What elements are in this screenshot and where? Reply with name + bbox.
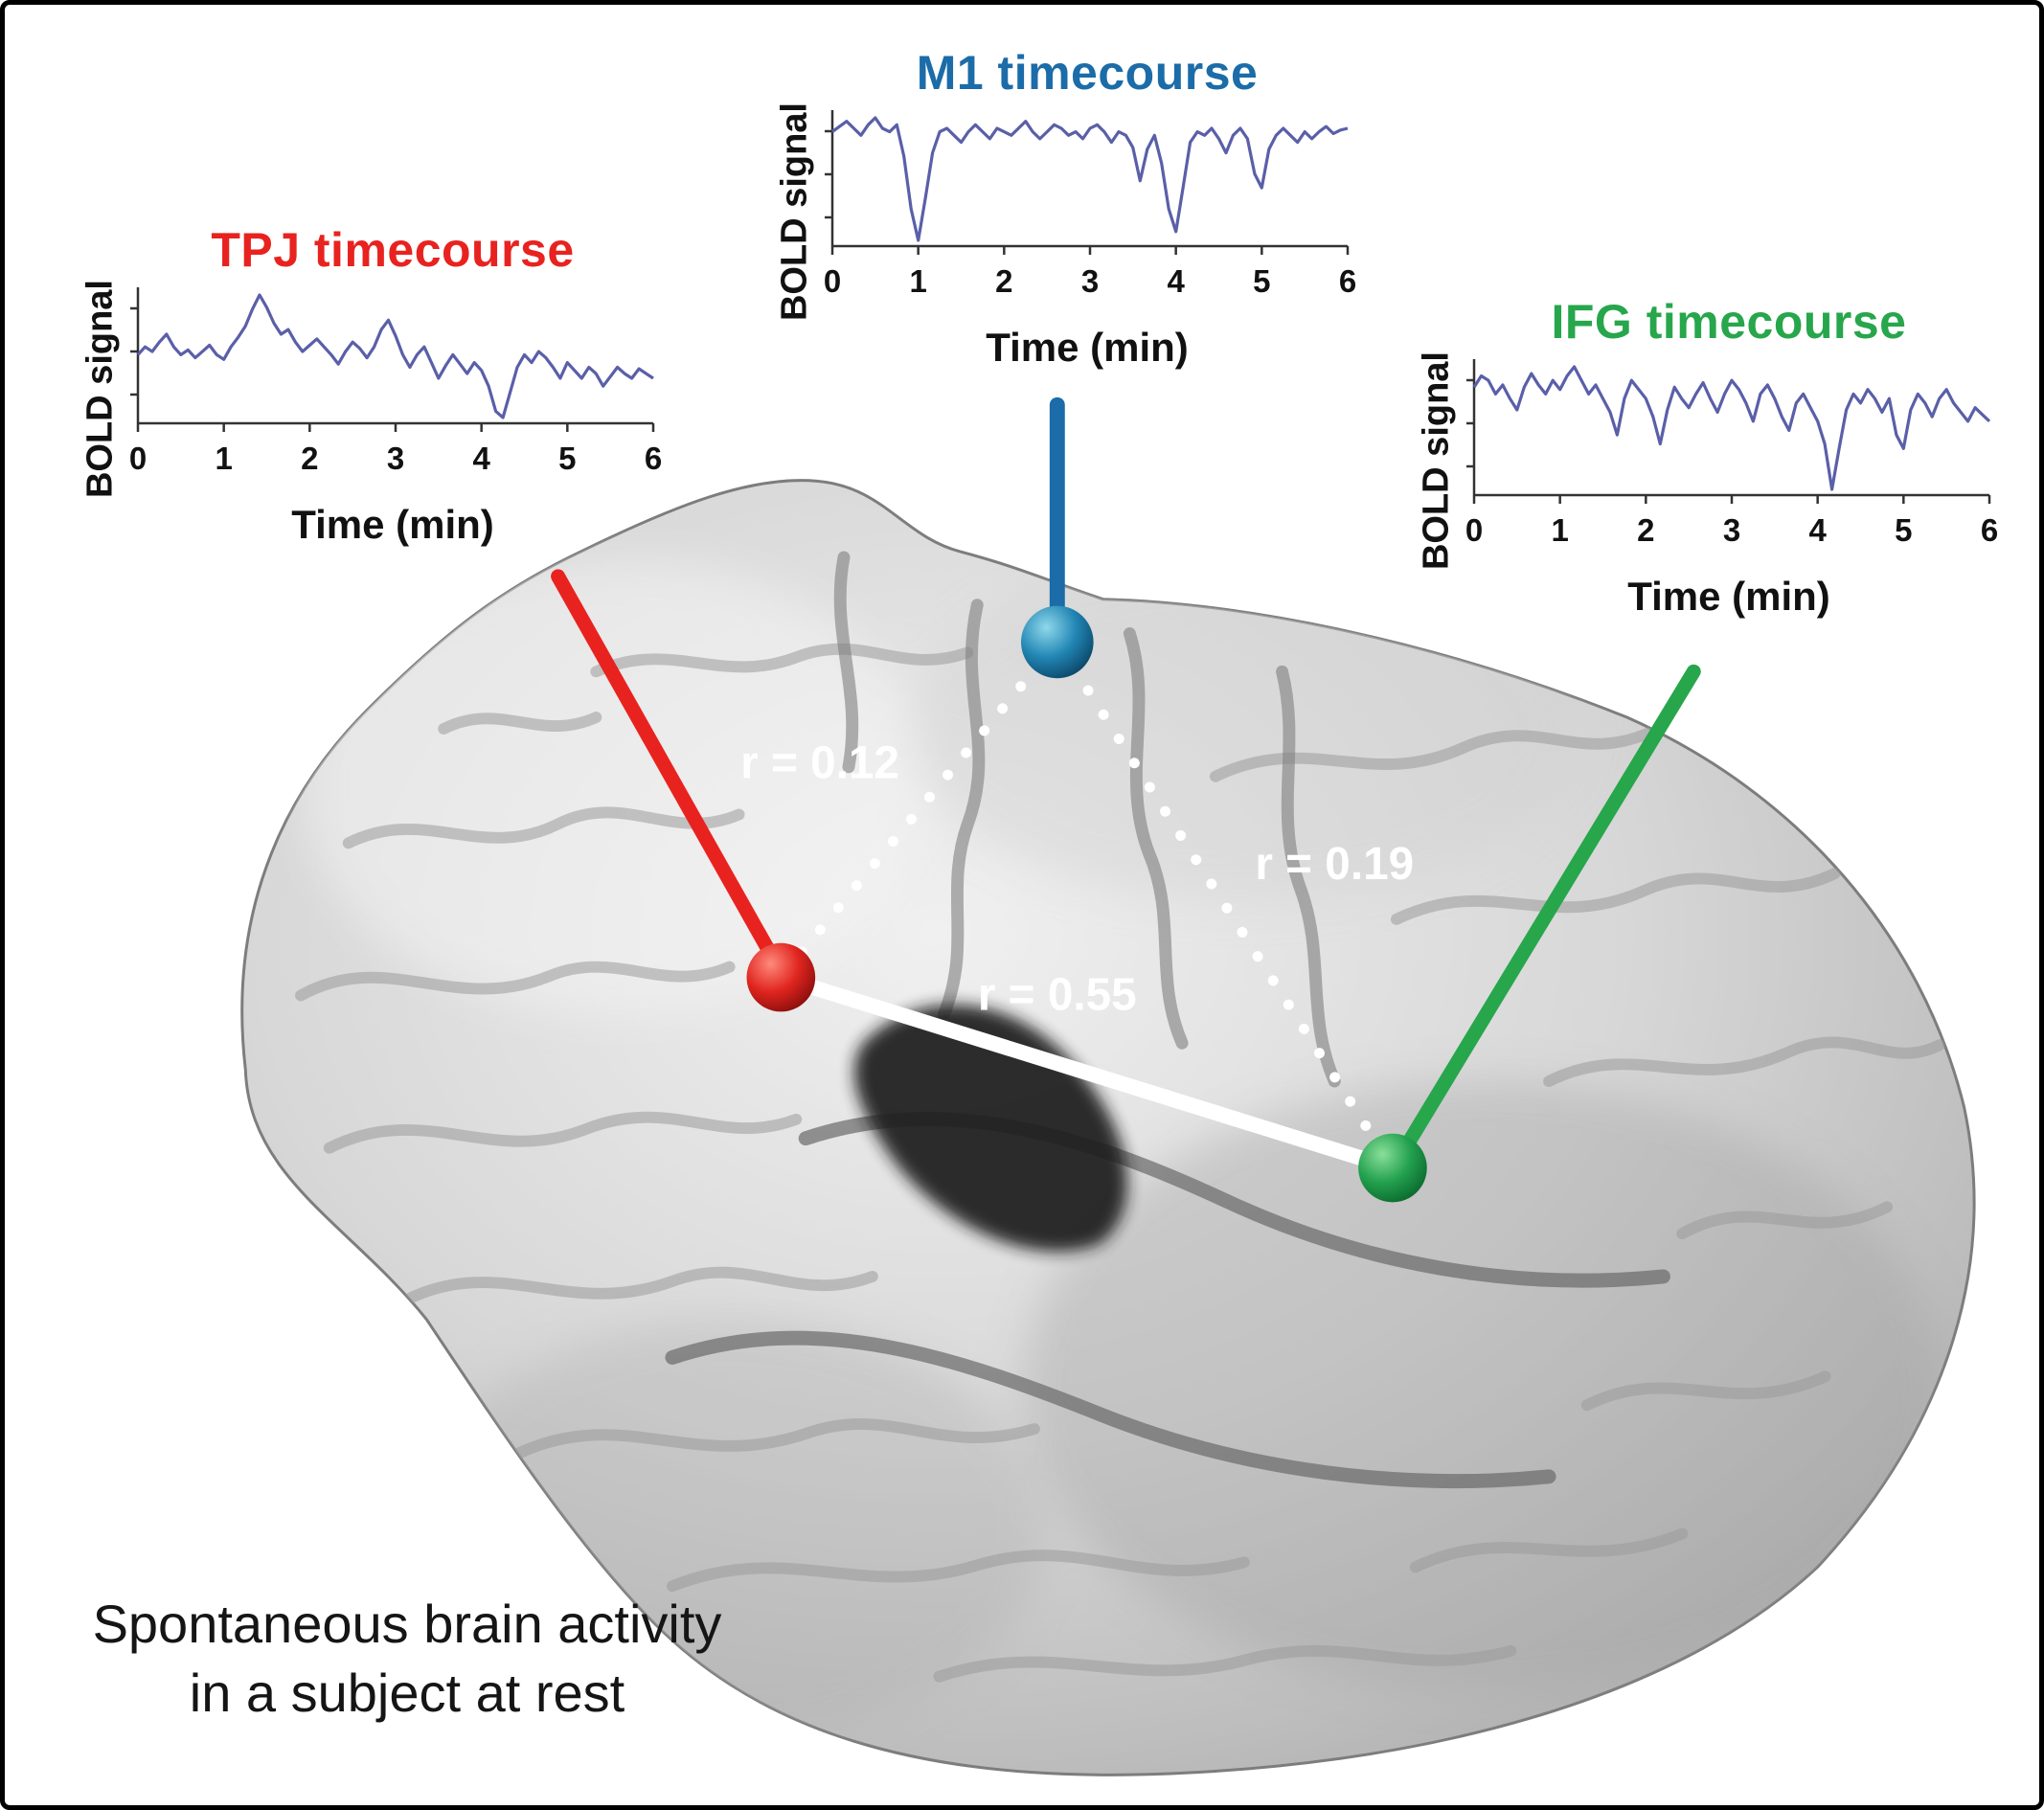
figure-caption: Spontaneous brain activity in a subject …	[53, 1590, 761, 1727]
x-tick-label: 0	[824, 263, 841, 299]
x-tick-label: 6	[1339, 263, 1355, 299]
tpj-x-axis-label: Time (min)	[291, 502, 494, 548]
ifg-x-axis-label: Time (min)	[1627, 574, 1830, 620]
x-tick-label: 5	[558, 441, 576, 476]
correlation-lines	[773, 636, 1400, 1176]
bold-signal-line	[1472, 365, 1991, 491]
x-tick-label: 2	[301, 441, 318, 476]
correlation-line-m1-ifg	[1052, 636, 1398, 1174]
x-tick-label: 4	[1808, 512, 1827, 548]
tpj-pointer-line	[551, 569, 786, 977]
region-markers	[746, 605, 1427, 1203]
m1-marker	[1021, 605, 1094, 679]
x-tick-label: 1	[909, 263, 926, 299]
correlation-line-tpj-ifg	[773, 969, 1400, 1176]
ifg-pointer-line	[1391, 664, 1701, 1167]
tpj-chart-title: TPJ timecourse	[211, 223, 575, 277]
brain-sulci-light	[295, 643, 1945, 1683]
ifg-y-axis-label: BOLD signal	[1416, 351, 1457, 571]
x-tick-label: 5	[1253, 263, 1270, 299]
m1-y-axis-label: BOLD signal	[774, 102, 815, 322]
correlation-label-tpj-ifg: r = 0.55	[978, 969, 1137, 1020]
ifg-chart-title: IFG timecourse	[1551, 295, 1907, 349]
x-tick-label: 6	[1981, 512, 1997, 548]
x-tick-label: 1	[1551, 512, 1568, 548]
m1-chart: M1 timecourse BOLD signal 0 1 2 3 4 5 6 Time (…	[771, 43, 1356, 371]
x-tick-label: 4	[1167, 263, 1185, 299]
ifg-marker	[1358, 1133, 1427, 1203]
tpj-y-axis-label: BOLD signal	[79, 280, 121, 499]
bold-signal-line	[136, 293, 654, 419]
x-tick-label: 3	[1081, 263, 1099, 299]
tpj-chart: TPJ timecourse BOLD signal 0 1 2 3 4 5 6 Time …	[77, 220, 662, 548]
correlation-label-tpj-m1: r = 0.12	[740, 738, 899, 789]
ifg-chart: IFG timecourse BOLD signal 0 1 2 3 4 5 6 Time …	[1413, 292, 1998, 620]
x-tick-label: 4	[472, 441, 490, 476]
x-tick-label: 3	[387, 441, 404, 476]
bold-signal-line	[831, 116, 1349, 242]
x-tick-label: 1	[215, 441, 232, 476]
caption-line-1: Spontaneous brain activity	[92, 1594, 722, 1654]
x-tick-label: 3	[1723, 512, 1740, 548]
x-tick-label: 6	[645, 441, 661, 476]
brain-figure-canvas: r = 0.12 r = 0.19 r = 0.55	[240, 396, 1976, 1776]
correlation-label-m1-ifg: r = 0.19	[1255, 839, 1414, 890]
m1-x-axis-label: Time (min)	[986, 325, 1189, 371]
x-tick-label: 2	[995, 263, 1012, 299]
pointer-lines	[551, 396, 1701, 1167]
m1-plot: 0 1 2 3 4 5 6	[824, 110, 1355, 299]
brain-illustration	[240, 479, 1976, 1776]
x-tick-label: 2	[1637, 512, 1654, 548]
ifg-plot: 0 1 2 3 4 5 6	[1465, 359, 1997, 548]
x-tick-label: 0	[129, 441, 147, 476]
tpj-plot: 0 1 2 3 4 5 6	[129, 287, 661, 476]
caption-line-2: in a subject at rest	[189, 1662, 625, 1723]
tpj-marker	[746, 942, 816, 1012]
m1-chart-title: M1 timecourse	[916, 46, 1259, 100]
brain-sulci-medium	[833, 551, 1341, 1088]
x-tick-label: 5	[1895, 512, 1912, 548]
x-tick-label: 0	[1465, 512, 1483, 548]
